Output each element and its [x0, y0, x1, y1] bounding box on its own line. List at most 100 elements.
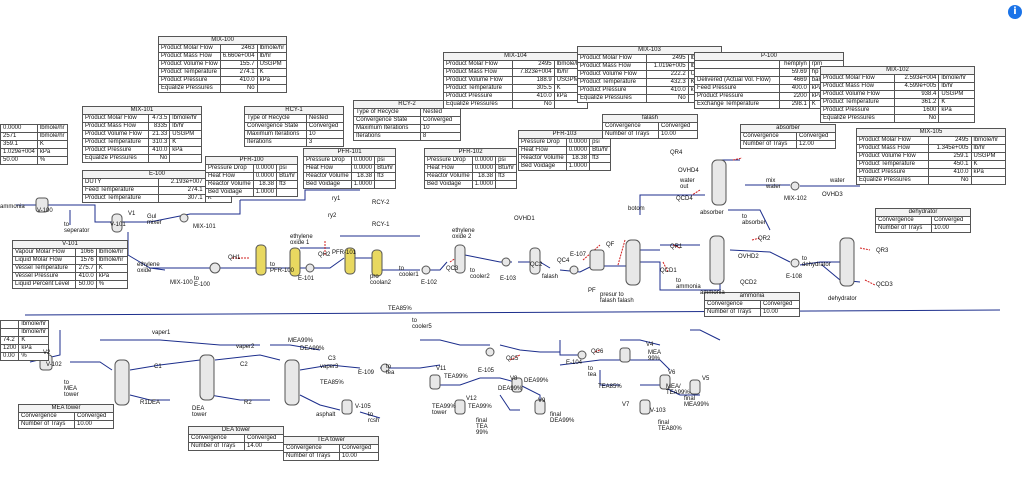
- table-cell: K: [970, 160, 1006, 169]
- label-tea85c: TEA85%: [598, 384, 622, 390]
- e107-cooler-icon: [569, 265, 579, 275]
- label-v4: V4: [646, 342, 654, 348]
- table-title: MEA tower: [18, 404, 114, 413]
- e100-heater-icon: [209, 262, 221, 274]
- table-cell: 50.00: [74, 280, 97, 289]
- table-cell: [256, 84, 288, 93]
- table-cell: 2200: [778, 92, 810, 101]
- table-cell: 8: [419, 132, 462, 141]
- label-v5: V5: [702, 376, 710, 382]
- v9-vessel-icon: [534, 399, 546, 415]
- table-cell: psi: [374, 156, 397, 165]
- table-cell: 1.019e+005: [646, 62, 689, 71]
- table-cell: Convergence: [602, 122, 659, 131]
- label-qc2: QC2: [530, 262, 543, 268]
- label-mix-water: mix water: [766, 178, 781, 190]
- label-vaper2: vaper2: [236, 344, 255, 350]
- label-qc4: QC4: [557, 258, 570, 264]
- table-cell: [169, 154, 202, 163]
- table-cell: kPa: [938, 106, 975, 115]
- label-final-tea: final TEA 99%: [476, 418, 489, 436]
- table-cell: 188.9: [512, 76, 555, 85]
- label-vaper3: vaper3: [320, 364, 339, 370]
- table-cell: Product Volume Flow: [819, 90, 896, 99]
- table-cell: 410.0: [512, 92, 555, 101]
- label-qr3: QR3: [876, 248, 889, 254]
- table-cell: Number of Trays: [18, 420, 75, 429]
- label-e105: E-105: [478, 368, 495, 374]
- table-cell: 222.2: [646, 70, 689, 79]
- label-to-cooler2: to cooler2: [470, 268, 490, 280]
- label-water-out: water out: [680, 178, 695, 190]
- table-cell: Product Molar Flow: [856, 136, 929, 145]
- label-qc3: QC3: [446, 266, 459, 272]
- table-title: falash: [602, 114, 698, 123]
- table-cell: 2.593e+004: [894, 74, 940, 83]
- table-cell: Product Pressure: [819, 106, 896, 115]
- table-cell: Product Volume Flow: [82, 130, 149, 139]
- table-row: lbmole/hr: [0, 328, 50, 337]
- label-v101: V-101: [110, 222, 126, 228]
- label-to-ammonia: to ammonia: [676, 278, 701, 290]
- table-cell: 18.38: [252, 180, 278, 189]
- label-botom: botom: [628, 206, 645, 212]
- table-cell: Converged: [339, 444, 379, 453]
- table-cell: Product Mass Flow: [442, 68, 514, 77]
- table-title-row: MIX-104: [443, 52, 588, 61]
- table-cell: 10: [305, 130, 345, 139]
- table-title-row: MEA tower: [18, 404, 114, 413]
- table-cell: Converged: [931, 216, 971, 225]
- label-ry1: ry1: [332, 196, 341, 202]
- table-cell: [553, 100, 589, 109]
- label-e109: E-109: [358, 370, 375, 376]
- table-title-row: RCY-1: [244, 106, 344, 115]
- table-cell: Converged: [796, 132, 836, 141]
- table-cell: Product Mass Flow: [819, 82, 896, 91]
- gul-mixer-icon: [179, 213, 189, 223]
- flash-vessel-icon: [589, 249, 605, 271]
- label-vaper1: vaper1: [152, 330, 171, 336]
- table-cell: Convergence State: [353, 116, 421, 125]
- info-icon[interactable]: i: [1008, 5, 1022, 19]
- table-cell: 1200: [0, 344, 20, 353]
- table-cell: 4.599e+005: [894, 82, 940, 91]
- table-cell: No: [147, 154, 171, 163]
- table-cell: 410.0: [646, 86, 689, 95]
- label-qc5: QC5: [506, 356, 519, 362]
- table-cell: 410.0: [219, 76, 258, 85]
- table-cell: 1600: [894, 106, 940, 115]
- table-cell: DUTY: [81, 178, 160, 187]
- table-title-row: DEA tower: [188, 426, 284, 435]
- table-cell: K: [256, 68, 288, 77]
- table-cell: Reactor Volume: [518, 154, 567, 163]
- table-cell: Btu/hr: [495, 164, 518, 173]
- table-cell: 10: [419, 124, 462, 133]
- table-cell: Product Volume Flow: [856, 152, 929, 161]
- label-v9: V9: [538, 398, 546, 404]
- label-c2: C2: [240, 362, 248, 368]
- label-e102: E-102: [421, 280, 438, 286]
- table-cell: Product Temperature: [576, 78, 648, 87]
- table-cell: 0.0000: [252, 164, 278, 173]
- label-qcd3: QCD3: [876, 282, 893, 288]
- label-v105: V-105: [355, 404, 371, 410]
- table-title-row: MIX-100: [157, 36, 288, 45]
